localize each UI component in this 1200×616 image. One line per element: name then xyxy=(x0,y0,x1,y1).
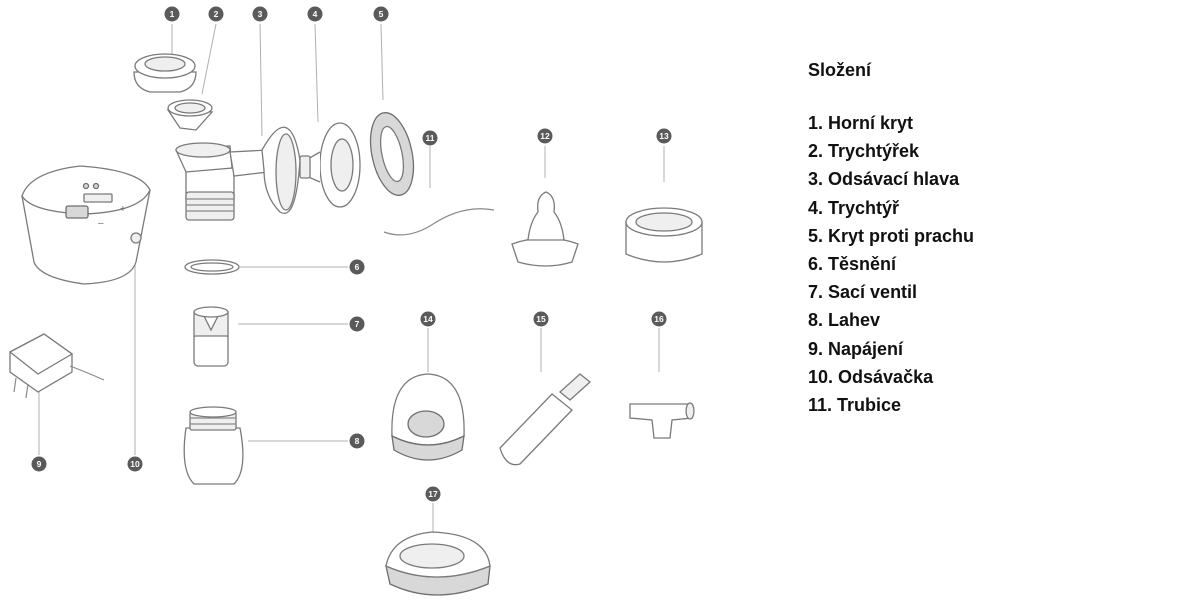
leader-lines xyxy=(38,23,665,532)
main-pump-unit: + – xyxy=(21,165,151,285)
svg-text:10: 10 xyxy=(130,459,140,469)
funnel-part xyxy=(299,122,361,208)
legend-item: 3. Odsávací hlava xyxy=(808,169,960,190)
svg-text:+: + xyxy=(120,204,126,215)
callout-5: 5 xyxy=(373,6,389,22)
callout-11: 11 xyxy=(422,130,438,146)
legend-item: 5. Kryt proti prachu xyxy=(808,225,975,246)
dust-cover-part xyxy=(369,112,415,196)
parts-legend: Složení 1. Horní kryt 2. Trychtýřek 3. O… xyxy=(808,60,1188,419)
gasket-part xyxy=(184,259,240,275)
svg-text:11: 11 xyxy=(426,133,435,143)
callout-10: 10 xyxy=(127,456,143,472)
connector-part xyxy=(499,373,592,466)
callout-15: 15 xyxy=(533,311,549,327)
svg-text:4: 4 xyxy=(313,9,318,19)
callout-17: 17 xyxy=(425,486,441,502)
svg-text:–: – xyxy=(98,218,104,229)
pump-head-part xyxy=(175,126,301,221)
callout-3: 3 xyxy=(252,6,268,22)
legend-item: 8. Lahev xyxy=(808,310,881,331)
callout-4: 4 xyxy=(307,6,323,22)
svg-text:9: 9 xyxy=(37,459,42,469)
base-stand-part xyxy=(385,531,491,596)
legend-item: 2. Trychtýřek xyxy=(808,141,920,162)
svg-text:3: 3 xyxy=(258,9,263,19)
callout-14: 14 xyxy=(420,311,436,327)
svg-text:15: 15 xyxy=(536,314,546,324)
legend-list: 1. Horní kryt 2. Trychtýřek 3. Odsávací … xyxy=(808,109,1188,419)
small-funnel-part xyxy=(166,99,214,131)
svg-text:16: 16 xyxy=(654,314,664,324)
callout-9: 9 xyxy=(31,456,47,472)
bottle-part xyxy=(183,406,244,485)
legend-title: Složení xyxy=(808,60,872,80)
svg-text:17: 17 xyxy=(428,489,438,499)
power-adapter-part xyxy=(8,333,105,399)
legend-item: 4. Trychtýř xyxy=(808,197,900,218)
callout-16: 16 xyxy=(651,311,667,327)
svg-text:12: 12 xyxy=(540,131,550,141)
svg-text:5: 5 xyxy=(379,9,384,19)
top-cover-part xyxy=(133,53,197,93)
t-connector-part xyxy=(629,402,695,439)
callout-7: 7 xyxy=(349,316,365,332)
svg-text:13: 13 xyxy=(659,131,669,141)
callout-12: 12 xyxy=(537,128,553,144)
suction-valve-part xyxy=(193,306,229,367)
svg-text:14: 14 xyxy=(423,314,433,324)
callout-2: 2 xyxy=(208,6,224,22)
legend-item: 11. Trubice xyxy=(808,395,902,416)
exploded-parts-diagram: .p { fill: #ffffff; stroke: #7a7a7a; str… xyxy=(8,6,703,596)
callout-6: 6 xyxy=(349,259,365,275)
svg-text:8: 8 xyxy=(355,436,360,446)
legend-item: 1. Horní kryt xyxy=(808,113,914,133)
callout-1: 1 xyxy=(164,6,180,22)
callout-13: 13 xyxy=(656,128,672,144)
svg-text:7: 7 xyxy=(355,319,360,329)
legend-item: 10. Odsávačka xyxy=(808,366,934,387)
callout-8: 8 xyxy=(349,433,365,449)
motor-cap-part xyxy=(391,373,465,461)
screw-ring-part xyxy=(625,207,703,263)
svg-text:2: 2 xyxy=(214,9,219,19)
legend-item: 6. Těsnění xyxy=(808,254,897,275)
svg-text:1: 1 xyxy=(170,9,175,19)
svg-text:6: 6 xyxy=(355,262,360,272)
legend-item: 9. Napájení xyxy=(808,338,904,359)
legend-item: 7. Sací ventil xyxy=(808,282,918,303)
teat-part xyxy=(511,191,579,267)
tube-part xyxy=(383,208,495,236)
